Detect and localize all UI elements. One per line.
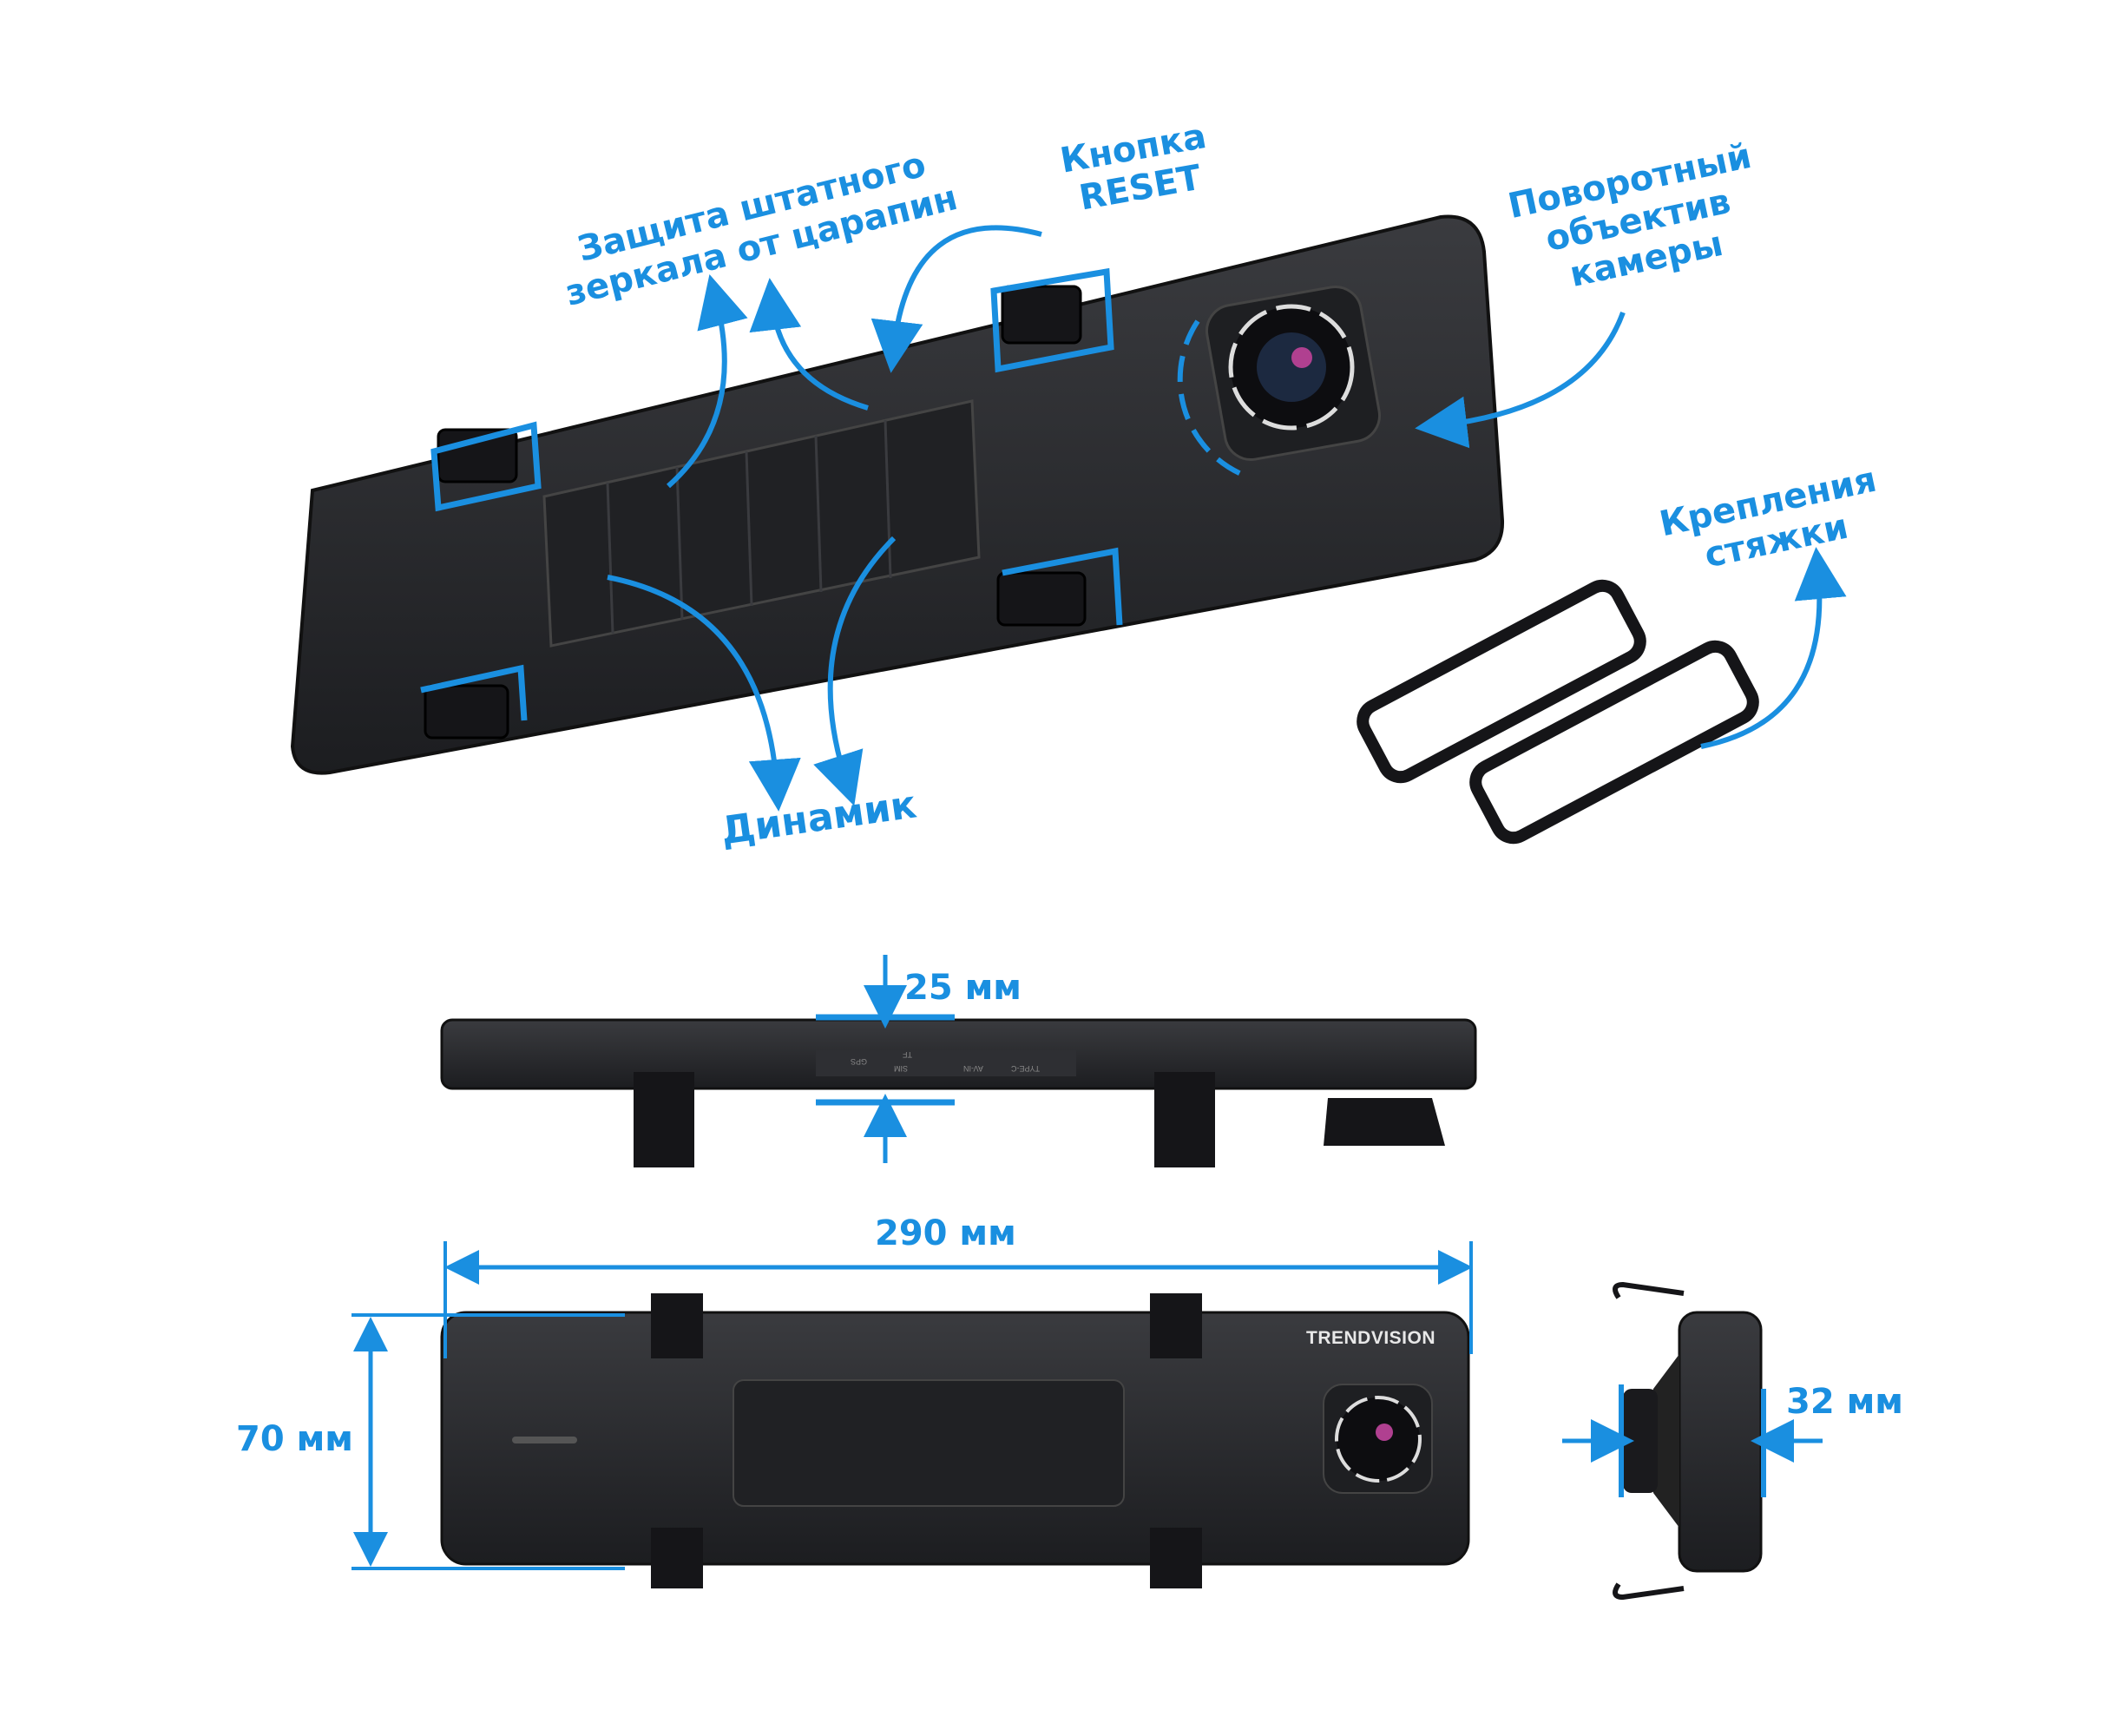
dimension-height: 70 мм bbox=[236, 1419, 353, 1459]
port-label-av-in: AV-IN bbox=[963, 1064, 983, 1073]
mirror-perspective-view bbox=[290, 214, 1505, 775]
port-label-type-c: TYPE-C bbox=[1011, 1064, 1041, 1073]
dimension-width: 290 мм bbox=[875, 1213, 1016, 1253]
mirror-end-view bbox=[1562, 1281, 1823, 1601]
strap-rings bbox=[1357, 579, 1759, 845]
mirror-side-view bbox=[440, 955, 1477, 1167]
port-label-sim: SIM bbox=[894, 1064, 909, 1073]
dimension-thickness: 25 мм bbox=[904, 968, 1022, 1008]
port-label-gps: GPS bbox=[851, 1057, 868, 1066]
callout-arrows bbox=[607, 225, 1847, 812]
mirror-front-view bbox=[351, 1241, 1473, 1588]
port-label-tf: TF bbox=[903, 1050, 912, 1059]
brand-logo: TRENDVISION bbox=[1306, 1328, 1436, 1348]
dimension-depth: 32 мм bbox=[1786, 1382, 1903, 1422]
